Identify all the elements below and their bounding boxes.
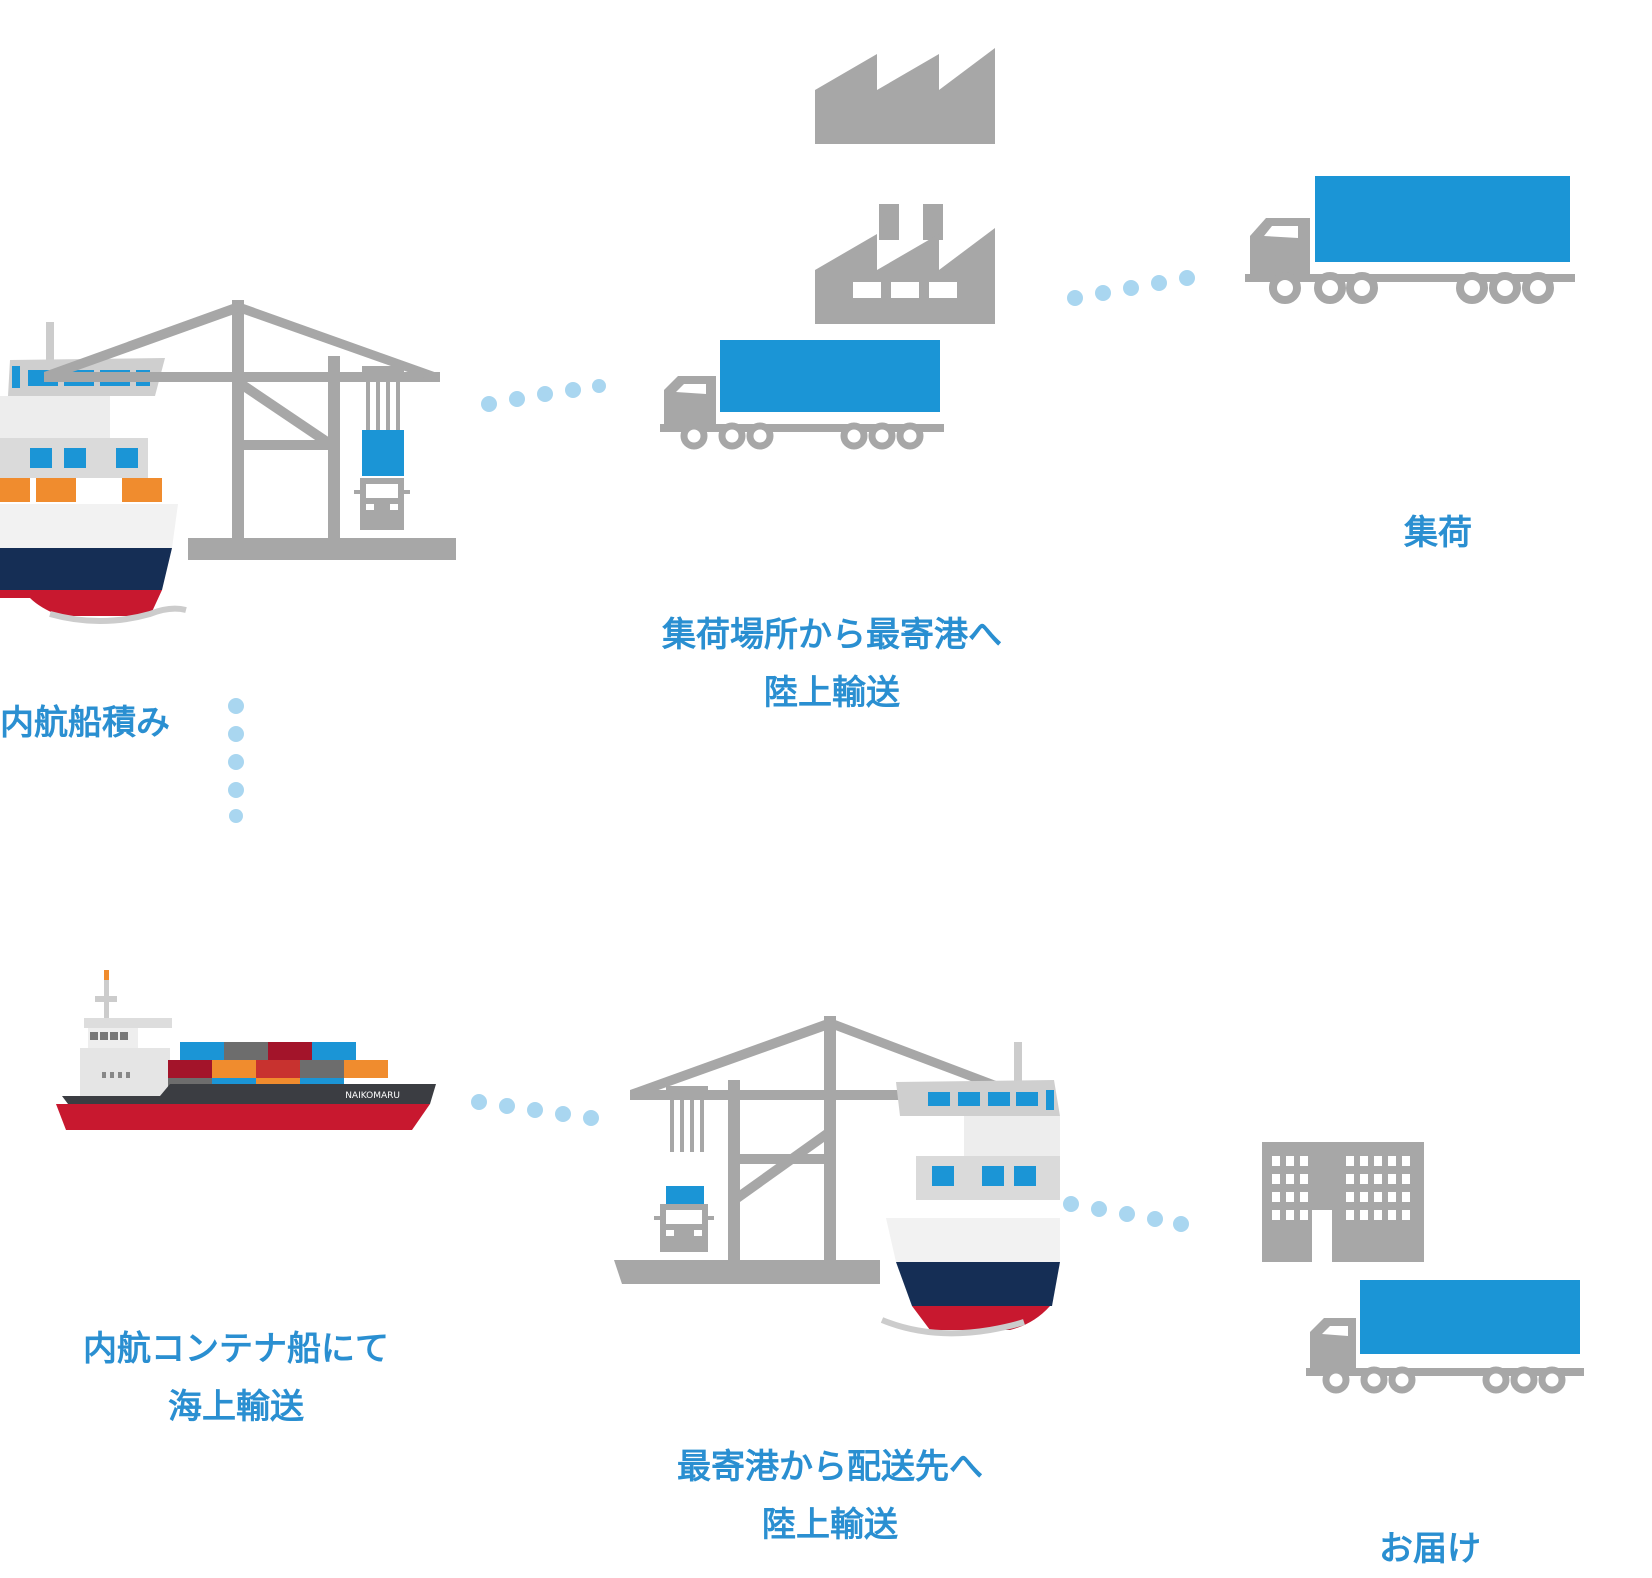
gantry-crane-icon [614,1016,1022,1284]
step-label-line: 陸上輸送 [762,1505,898,1545]
step-label-line: 集荷場所から最寄港へ [662,615,1002,655]
connector-pickup-to-port [1067,270,1195,306]
ship-hull-name: NAIKOMARU [345,1091,400,1101]
container-ship-icon: NAIKOMARU [56,970,436,1130]
step-label-line: 集荷 [1404,513,1472,553]
truck-icon [660,340,944,450]
building-icon [1262,1142,1424,1262]
step-label-line: お届け [1379,1529,1481,1569]
step-label-line: 内航船積み [0,703,170,743]
step-label-pickup: 集荷 [1348,504,1528,562]
step-label-land-to-port: 集荷場所から最寄港へ 陸上輸送 [632,606,1032,722]
step-label-sea-transport: 内航コンテナ船にて 海上輸送 [56,1320,416,1436]
ship-bow-icon [880,1042,1060,1337]
connector-sea-to-unload [471,1094,599,1126]
step-label-line: 陸上輸送 [764,673,900,713]
connector-loading-to-sea [228,698,244,823]
step-label-line: 内航コンテナ船にて [83,1329,389,1369]
ship-bow-icon [0,322,187,624]
connector-truck-to-crane [481,379,606,412]
gantry-crane-icon [44,300,456,560]
truck-icon [1306,1280,1584,1394]
step-label-ship-loading: 内航船積み [0,694,190,752]
factory-icon [815,48,995,324]
step-label-port-to-dest: 最寄港から配送先へ 陸上輸送 [650,1438,1010,1554]
step-label-line: 最寄港から配送先へ [677,1447,983,1487]
step-label-line: 海上輸送 [168,1387,304,1427]
connector-unload-to-delivery [1063,1196,1189,1232]
step-label-delivery: お届け [1340,1520,1520,1578]
truck-icon [1245,176,1575,304]
